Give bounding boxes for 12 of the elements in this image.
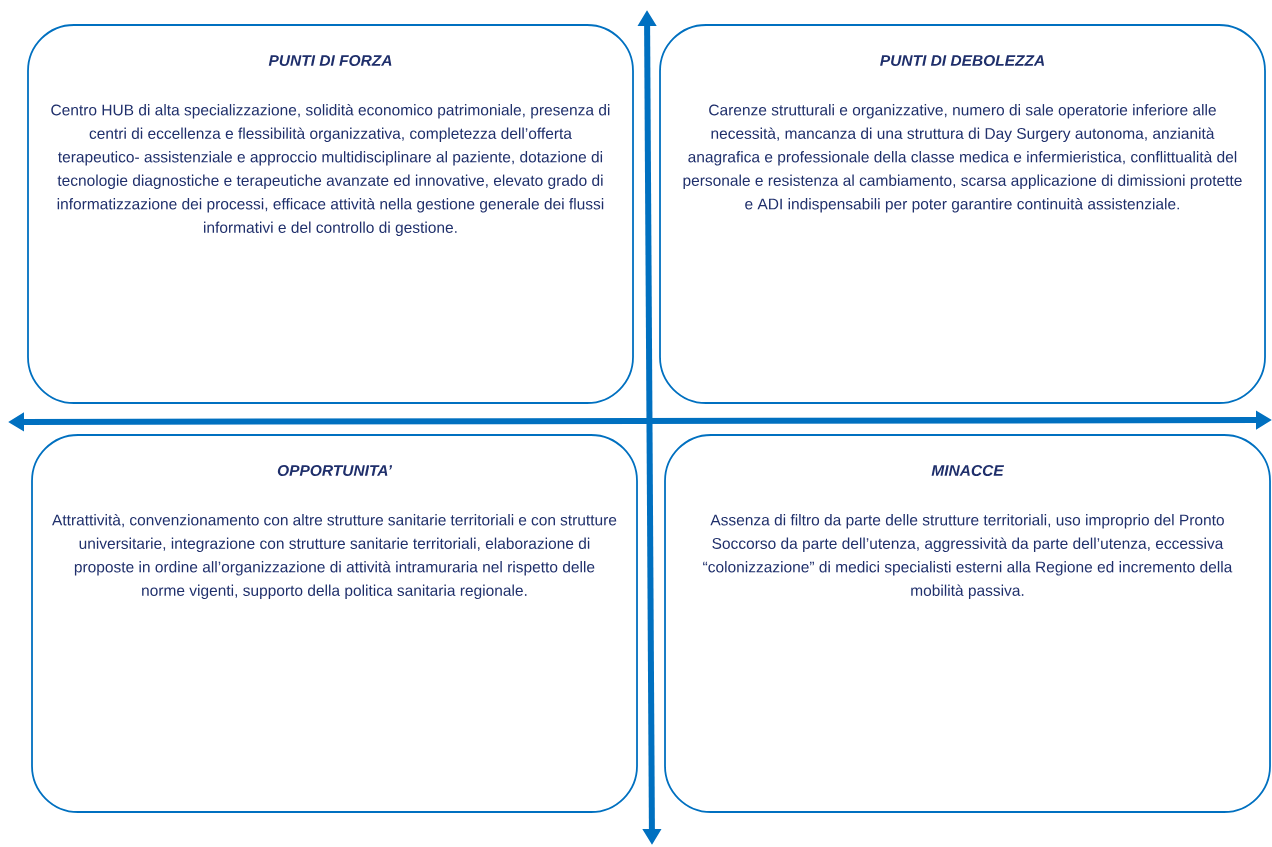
quadrant-title: OPPORTUNITA’: [277, 465, 393, 476]
quadrant-text: Centro HUB di alta specializzazione, solidità economico patrimoniale, presenza di centri di eccellenza e flessibilità organizzativa, completezza dell’offerta terapeutico- assistenziale e approccio multidisciplinare al paziente, dotazione di tecnologie diagnostiche e terapeutiche avanzate ed innovative, elevato grado di informatizzazione dei processi, efficace attività nella gestione generale dei flussi informativi e del controllo di gestione.: [51, 103, 610, 237]
quadrant-title: PUNTI DI DEBOLEZZA: [880, 55, 1045, 66]
quadrant-title: PUNTI DI FORZA: [268, 55, 392, 66]
quadrant-text: Attrattività, convenzionamento con altre strutture sanitarie territoriali e con strutture universitarie, integrazione con strutture sanitarie territoriali, elaborazione di proposte in ordine all’organizzazione di attività intramuraria nel rispetto delle norme vigenti, supporto della politica sanitaria regionale.: [52, 513, 617, 600]
quadrant-box: [664, 434, 1271, 813]
quadrant-box: [31, 434, 638, 813]
quadrant-text: Assenza di filtro da parte delle strutture territoriali, uso improprio del Pronto Soccorso da parte dell’utenza, aggressività da parte dell’utenza, eccessiva “colonizzazione” di medici specialisti esterni alla Regione ed incremento della mobilità passiva.: [703, 514, 1233, 600]
quadrant-box: [27, 24, 634, 404]
quadrant-box: [659, 24, 1266, 404]
quadrant-text: Carenze strutturali e organizzative, numero di sale operatorie inferiore alle necessità, mancanza di una struttura di Day Surgery autonoma, anzianità anagrafica e professionale della classe medica e infermieristica, conflittualità del personale e resistenza al cambiamento, scarsa applicazione di dimissioni protette e ADI indispensabili per poter garantire continuità assistenziale.: [683, 104, 1242, 213]
quadrant-title: MINACCE: [931, 465, 1005, 476]
